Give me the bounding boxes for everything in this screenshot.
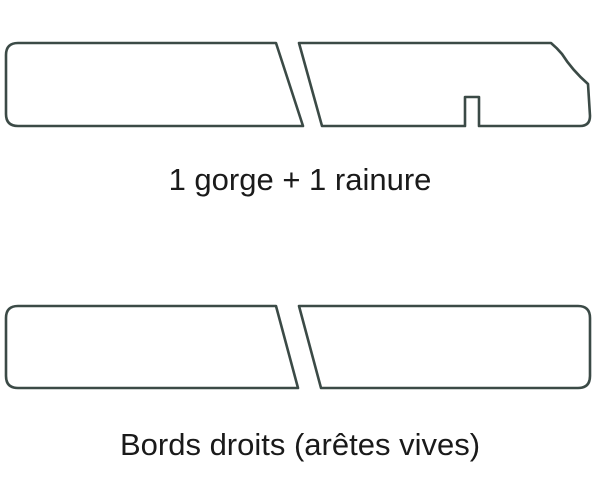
profile-2-right-segment <box>297 304 592 390</box>
profile-1-right-segment <box>297 41 592 128</box>
profile-1-caption: 1 gorge + 1 rainure <box>168 162 432 197</box>
profile-1-left-segment <box>4 41 305 128</box>
profile-2-left-segment <box>4 304 300 390</box>
profile-2-caption: Bords droits (arêtes vives) <box>119 427 481 462</box>
